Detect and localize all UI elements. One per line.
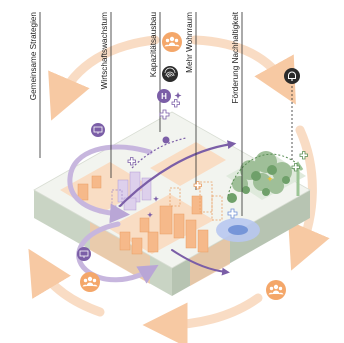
label-leader-lines xyxy=(39,12,293,216)
presentation-screen-icon xyxy=(77,247,91,261)
label-foerderung-nachhaltigkeit: Förderung Nachhaltigkeit xyxy=(231,11,240,103)
flow-lower-arrow xyxy=(171,249,230,276)
medical-cross-icon xyxy=(127,99,308,219)
purple-flows xyxy=(67,137,237,284)
label-mehr-wohnraum: Mehr Wohnraum xyxy=(185,12,194,73)
hydrogen-icon: H xyxy=(157,89,171,103)
bell-icon xyxy=(284,68,300,84)
label-gemeinsame-strategien: Gemeinsame Strategien xyxy=(29,12,38,101)
hydrogen-node xyxy=(162,136,170,144)
people-group-icon xyxy=(162,32,182,52)
outer-cycle xyxy=(28,35,330,343)
fingerprint-icon xyxy=(162,66,178,82)
blue-zone xyxy=(216,218,260,242)
cycle-arrow-right xyxy=(288,125,330,271)
flow-dashed xyxy=(131,137,187,169)
slab-side-right-orange xyxy=(190,236,230,286)
rotated-labels: Gemeinsame Strategien Wirtschaftswachstu… xyxy=(29,11,240,103)
sparkles xyxy=(147,92,273,218)
cycle-arrow-top-left xyxy=(48,35,160,121)
people-group-icon xyxy=(266,280,286,300)
slab-side-left-orange xyxy=(90,222,150,284)
label-wirtschaftswachstum: Wirtschaftswachstum xyxy=(100,12,109,90)
green-zone xyxy=(226,151,306,203)
people-group-icon xyxy=(80,272,100,292)
flow-loop-lower xyxy=(76,221,159,284)
cycle-arrow-bottom-right xyxy=(142,293,263,343)
orange-buildings xyxy=(77,175,223,255)
flow-loop-upper xyxy=(67,144,153,224)
presentation-screen-icon xyxy=(91,123,105,137)
flow-main-arrow xyxy=(118,140,237,208)
cycle-arrow-bottom-left xyxy=(28,248,105,317)
cycle-arrow-top-right xyxy=(190,35,296,105)
label-kapazitaetsausbau: Kapazitätsausbau xyxy=(149,12,158,78)
hydrogen-letter: H xyxy=(161,92,167,101)
green-dotted-boundary xyxy=(227,153,301,197)
